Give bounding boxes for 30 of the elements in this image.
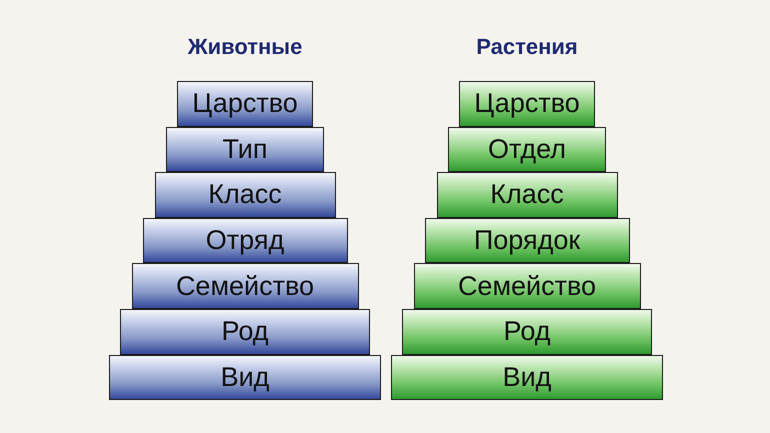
rank-label: Семейство <box>458 272 596 300</box>
rank-label: Вид <box>502 364 552 391</box>
rank-label: Класс <box>208 181 282 208</box>
rank-box <box>402 309 652 355</box>
rank-box <box>154 172 336 218</box>
rank-label: Отдел <box>488 136 566 163</box>
rank-box <box>142 218 348 264</box>
rank-label: Класс <box>490 181 564 208</box>
rank-box <box>166 126 324 172</box>
rank-box <box>177 81 313 127</box>
rank-label: Вид <box>220 364 270 391</box>
rank-box <box>424 218 630 264</box>
rank-box <box>120 309 370 355</box>
rank-label: Порядок <box>474 227 580 254</box>
rank-label: Род <box>504 318 550 346</box>
rank-box <box>109 354 381 400</box>
rank-box <box>436 172 618 218</box>
rank-label: Семейство <box>176 272 314 300</box>
rank-label: Царство <box>474 90 580 118</box>
rank-label: Род <box>222 318 268 346</box>
rank-label: Царство <box>192 90 298 118</box>
column-heading: Растения <box>476 36 578 58</box>
rank-label: Тип <box>222 136 268 163</box>
rank-box <box>459 81 595 127</box>
rank-box <box>391 354 663 400</box>
rank-box <box>448 126 606 172</box>
rank-box <box>132 263 358 309</box>
rank-box <box>414 263 640 309</box>
rank-label: Отряд <box>206 227 284 254</box>
column-heading: Животные <box>188 36 302 58</box>
